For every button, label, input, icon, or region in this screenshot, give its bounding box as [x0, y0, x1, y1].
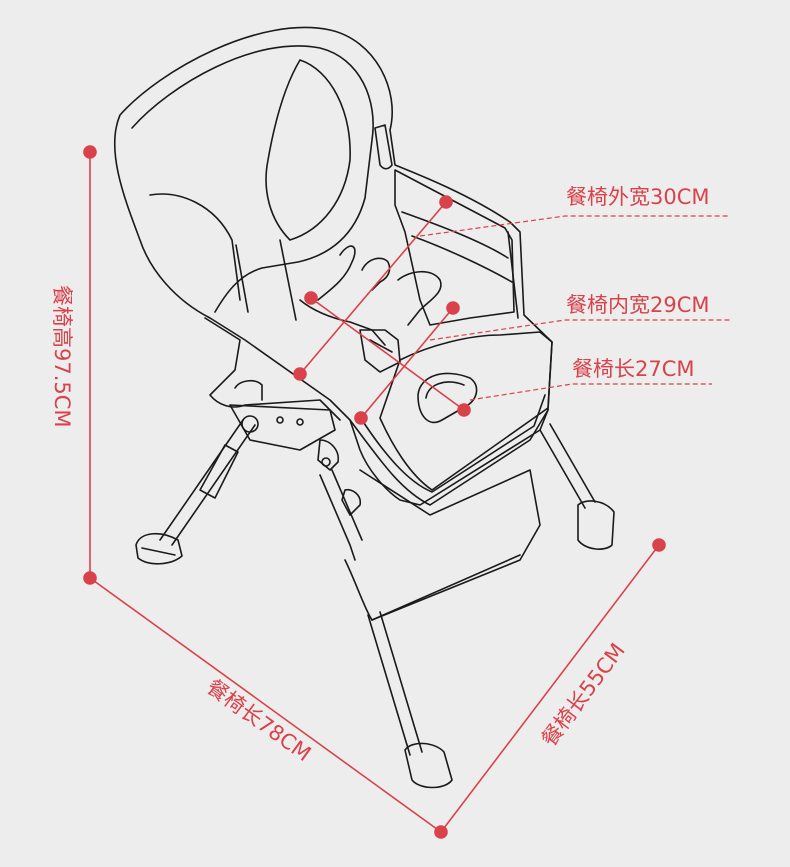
seat-length-label: 餐椅长27CM	[572, 357, 695, 381]
inner-width-top-marker	[446, 301, 460, 315]
dimension-lines	[83, 145, 666, 839]
seat-length-line	[310, 297, 465, 411]
length-dimension-line	[89, 577, 442, 833]
height-top-marker	[83, 145, 97, 159]
inner-width-line	[360, 307, 454, 419]
high-chair-icon	[113, 26, 615, 789]
width-dimension-line	[440, 544, 660, 833]
outer-width-bottom-marker	[293, 367, 307, 381]
inner-width-label: 餐椅内宽29CM	[566, 293, 710, 317]
height-label: 餐椅高97.5CM	[50, 285, 74, 428]
leader-lines	[419, 215, 730, 401]
outer-width-leader	[419, 215, 730, 237]
chair-width-label: 餐椅长55CM	[537, 639, 630, 751]
dimension-labels: 餐椅外宽30CM 餐椅内宽29CM 餐椅长27CM 餐椅高97.5CM 餐椅长7…	[50, 185, 710, 766]
outer-width-line	[299, 201, 447, 375]
outer-width-top-marker	[439, 195, 453, 209]
width-end-marker	[652, 538, 666, 552]
inner-width-leader	[429, 319, 730, 341]
seat-length-end-marker	[457, 403, 471, 417]
seat-length-leader	[469, 383, 712, 401]
outer-width-label: 餐椅外宽30CM	[566, 185, 710, 209]
seat-length-start-marker	[304, 291, 318, 305]
inner-width-bottom-marker	[354, 411, 368, 425]
chair-length-label: 餐椅长78CM	[202, 675, 315, 766]
